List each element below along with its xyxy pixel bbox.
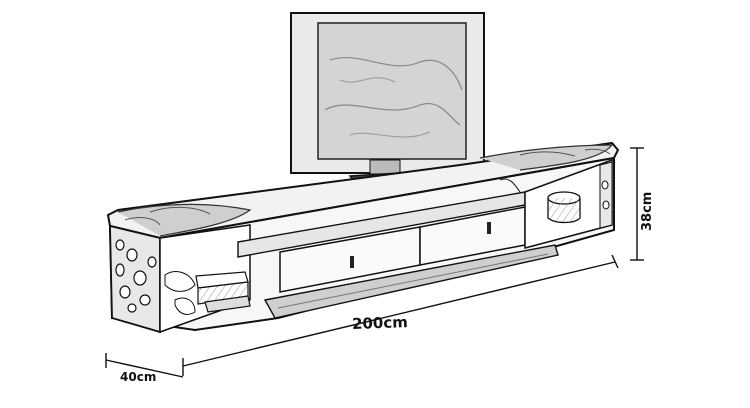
height-label: 38cm: [640, 191, 655, 231]
tv-neck: [369, 159, 401, 175]
drawer-right-handle[interactable]: [487, 222, 491, 234]
basket: [547, 191, 581, 224]
cabinet: [106, 141, 620, 334]
depth-label: 40cm: [120, 370, 157, 384]
drawer-left-handle[interactable]: [350, 256, 354, 268]
tv-screen: [317, 22, 467, 160]
television: [290, 12, 485, 199]
length-label: 200cm: [351, 313, 409, 333]
depth-dimension-line: [105, 359, 184, 378]
length-dimension-line: [182, 261, 616, 367]
left-shelf-boxes: [195, 271, 251, 313]
dimension-lines: [105, 147, 644, 378]
